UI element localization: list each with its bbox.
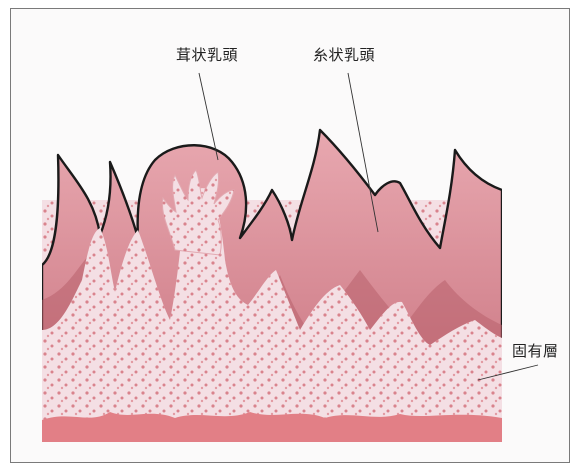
label-lamina-propria: 固有層: [512, 340, 559, 361]
label-filiform-papilla: 糸状乳頭: [313, 44, 375, 65]
label-fungiform-papilla: 茸状乳頭: [176, 44, 238, 65]
muscle-band: [42, 412, 502, 442]
